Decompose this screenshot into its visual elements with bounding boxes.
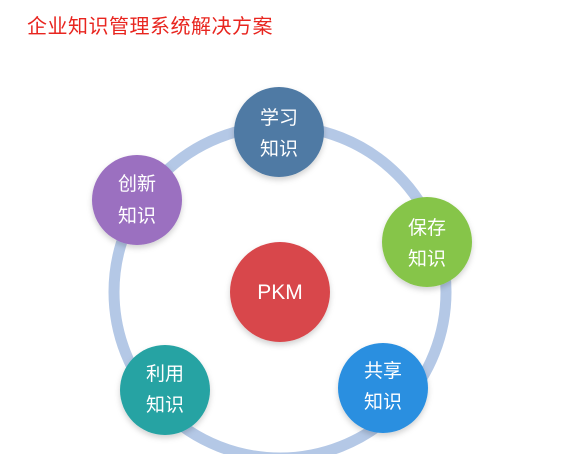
node-learn-line1: 学习 xyxy=(260,107,298,129)
node-share-circle xyxy=(338,343,428,433)
node-save-line1: 保存 xyxy=(408,217,446,239)
node-save-line2: 知识 xyxy=(408,248,446,270)
node-learn-circle xyxy=(234,87,324,177)
node-create-line2: 知识 xyxy=(118,205,156,227)
node-create-knowledge: 创新 知识 xyxy=(92,155,182,245)
node-use-circle xyxy=(120,345,210,435)
node-share-line2: 知识 xyxy=(364,391,402,413)
node-share-knowledge: 共享 知识 xyxy=(338,343,428,433)
center-label: PKM xyxy=(257,281,303,304)
page-title: 企业知识管理系统解决方案 xyxy=(27,14,273,38)
node-learn-line2: 知识 xyxy=(260,138,298,160)
node-share-line1: 共享 xyxy=(364,360,402,382)
node-create-circle xyxy=(92,155,182,245)
node-use-line1: 利用 xyxy=(146,363,184,385)
center-node-pkm: PKM xyxy=(230,242,330,342)
node-learn-knowledge: 学习 知识 xyxy=(234,87,324,177)
node-use-knowledge: 利用 知识 xyxy=(120,345,210,435)
center-circle xyxy=(230,242,330,342)
node-use-line2: 知识 xyxy=(146,394,184,416)
node-save-knowledge: 保存 知识 xyxy=(382,197,472,287)
node-create-line1: 创新 xyxy=(118,173,156,195)
node-save-circle xyxy=(382,197,472,287)
